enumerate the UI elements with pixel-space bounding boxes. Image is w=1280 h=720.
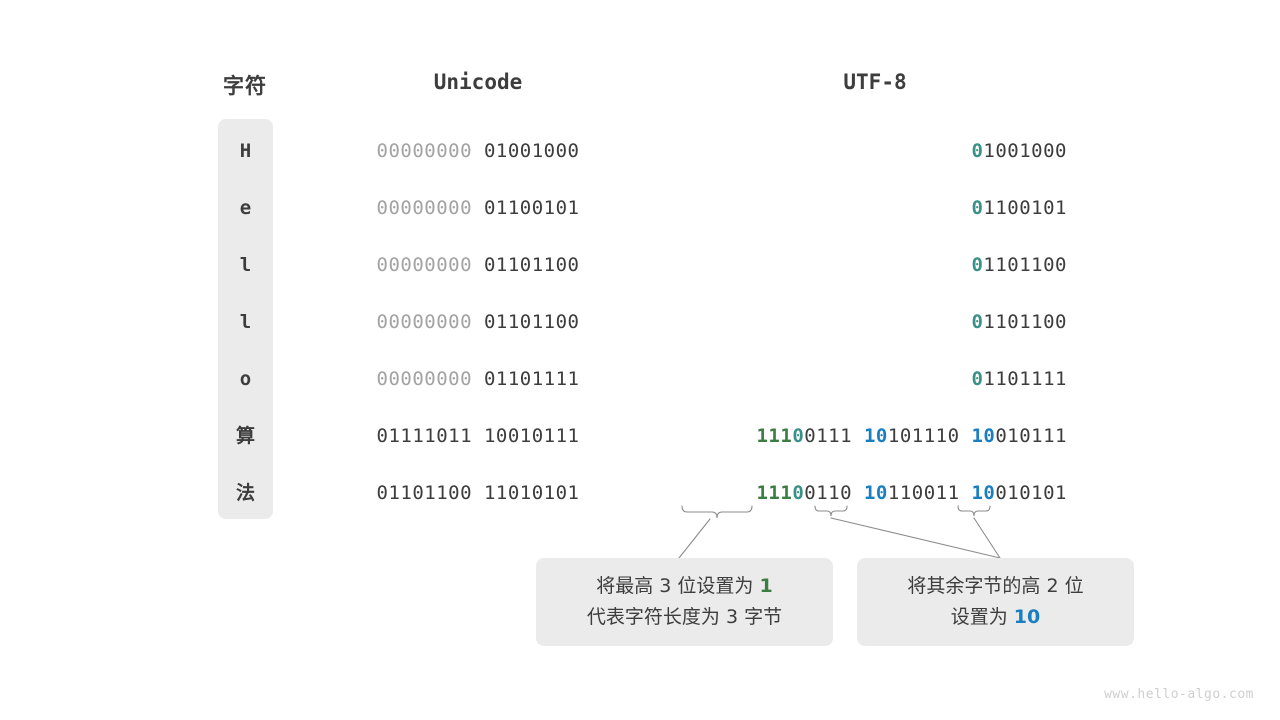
- utf8-cell: 11100110 10110011 10010101: [756, 481, 1067, 505]
- utf8-byte-payload: 1101100: [983, 311, 1067, 333]
- brace-leading-bits: [681, 505, 753, 519]
- character-cell: e: [239, 197, 252, 219]
- character-column-chip: [218, 119, 273, 519]
- utf8-cell: 01101100: [971, 253, 1067, 277]
- utf8-cell: 01100101: [971, 196, 1067, 220]
- character-cell: l: [239, 311, 252, 333]
- character-cell: H: [239, 140, 252, 162]
- annotation-left-line-1-text: 将最高 3 位设置为: [596, 575, 760, 597]
- utf8-cell: 11100111 10101110 10010111: [756, 424, 1067, 448]
- unicode-cell: 00000000 01100101: [377, 196, 580, 220]
- unicode-cell: 00000000 01101100: [377, 253, 580, 277]
- unicode-low-byte: 01101111: [483, 368, 580, 390]
- utf8-byte-payload: 0111: [804, 425, 853, 447]
- utf8-byte-prefix: 10: [863, 482, 888, 504]
- utf8-byte: 01001000: [971, 140, 1067, 162]
- utf8-byte-payload: 110011: [887, 482, 960, 504]
- utf8-byte: 11100111: [756, 425, 852, 447]
- utf8-cell: 01101100: [971, 310, 1067, 334]
- leader-line-left: [678, 518, 711, 559]
- unicode-high-byte: 01111011: [376, 425, 473, 447]
- character-cell: 法: [235, 482, 255, 504]
- unicode-high-byte: 01101100: [376, 482, 473, 504]
- utf8-byte-payload: 1100101: [983, 197, 1067, 219]
- annotation-left-emphasis: 1: [759, 575, 773, 597]
- utf8-byte-payload: 101110: [887, 425, 960, 447]
- utf8-byte-prefix: 10: [971, 482, 996, 504]
- utf8-byte: 11100110: [756, 482, 852, 504]
- utf8-byte: 01100101: [971, 197, 1067, 219]
- unicode-cell: 01111011 10010111: [377, 424, 580, 448]
- utf8-byte: 10010111: [971, 425, 1067, 447]
- annotation-right-line-2-text: 设置为: [950, 606, 1014, 628]
- brace-continuation-1: [814, 505, 848, 517]
- utf8-byte-prefix-terminator: 0: [792, 425, 805, 447]
- brace-continuation-2: [957, 505, 991, 517]
- unicode-high-byte: 00000000: [376, 311, 473, 333]
- column-header-character: 字符: [223, 74, 267, 98]
- utf8-byte-prefix: 111: [756, 425, 793, 447]
- utf8-byte-prefix: 0: [971, 140, 984, 162]
- character-cell: l: [239, 254, 252, 276]
- leader-line-right-2: [973, 517, 1001, 559]
- leader-line-right-1: [830, 517, 1001, 559]
- utf8-byte-prefix: 111: [756, 482, 793, 504]
- annotation-left-line-1: 将最高 3 位设置为 1: [596, 571, 772, 602]
- annotation-box-continuation-bits: 将其余字节的高 2 位 设置为 10: [857, 558, 1134, 646]
- unicode-high-byte: 00000000: [376, 368, 473, 390]
- annotation-box-leading-bits: 将最高 3 位设置为 1 代表字符长度为 3 字节: [536, 558, 833, 646]
- unicode-high-byte: 00000000: [376, 140, 473, 162]
- utf8-cell: 01101111: [971, 367, 1067, 391]
- utf8-byte-prefix: 0: [971, 311, 984, 333]
- unicode-low-byte: 01101100: [483, 311, 580, 333]
- annotation-left-line-2: 代表字符长度为 3 字节: [586, 606, 783, 628]
- utf8-byte-prefix: 10: [971, 425, 996, 447]
- character-cell: 算: [235, 425, 255, 447]
- utf8-byte-prefix: 0: [971, 254, 984, 276]
- column-header-unicode: Unicode: [433, 70, 523, 94]
- watermark: www.hello-algo.com: [1104, 687, 1254, 702]
- utf8-byte-prefix: 10: [863, 425, 888, 447]
- utf8-byte: 01101111: [971, 368, 1067, 390]
- utf8-byte: 10010101: [971, 482, 1067, 504]
- utf8-byte-payload: 1101111: [983, 368, 1067, 390]
- unicode-low-byte: 01100101: [483, 197, 580, 219]
- unicode-low-byte: 11010101: [483, 482, 580, 504]
- utf8-byte-prefix-terminator: 0: [792, 482, 805, 504]
- unicode-low-byte: 01101100: [483, 254, 580, 276]
- utf8-byte: 01101100: [971, 254, 1067, 276]
- unicode-cell: 00000000 01101111: [377, 367, 580, 391]
- unicode-low-byte: 01001000: [483, 140, 580, 162]
- character-cell: o: [239, 368, 252, 390]
- annotation-right-line-1: 将其余字节的高 2 位: [907, 575, 1084, 597]
- utf8-byte-payload: 1101100: [983, 254, 1067, 276]
- unicode-cell: 01101100 11010101: [377, 481, 580, 505]
- utf8-cell: 01001000: [971, 139, 1067, 163]
- unicode-high-byte: 00000000: [376, 197, 473, 219]
- utf8-byte: 10101110: [864, 425, 960, 447]
- utf8-byte-payload: 010111: [995, 425, 1067, 447]
- utf8-byte-payload: 010101: [995, 482, 1067, 504]
- utf8-byte-payload: 0110: [804, 482, 853, 504]
- utf8-byte: 01101100: [971, 311, 1067, 333]
- unicode-cell: 00000000 01101100: [377, 310, 580, 334]
- utf8-byte-prefix: 0: [971, 197, 984, 219]
- unicode-high-byte: 00000000: [376, 254, 473, 276]
- unicode-low-byte: 10010111: [483, 425, 580, 447]
- utf8-byte-payload: 1001000: [983, 140, 1067, 162]
- utf8-byte-prefix: 0: [971, 368, 984, 390]
- unicode-cell: 00000000 01001000: [377, 139, 580, 163]
- column-header-utf8: UTF-8: [843, 70, 907, 94]
- annotation-right-emphasis: 10: [1013, 606, 1041, 628]
- annotation-right-line-2: 设置为 10: [951, 602, 1041, 633]
- utf8-byte: 10110011: [864, 482, 960, 504]
